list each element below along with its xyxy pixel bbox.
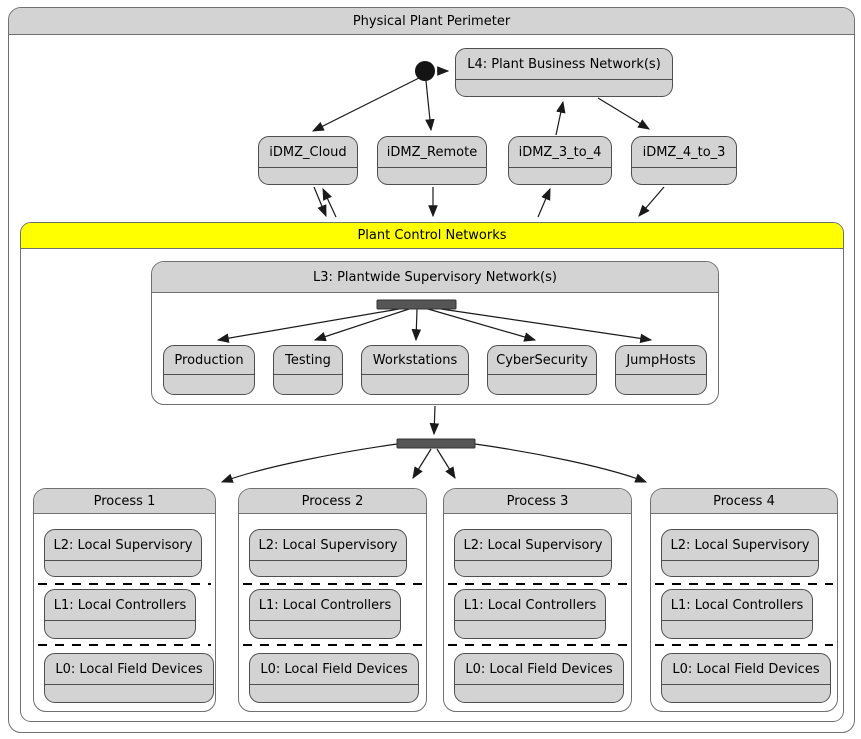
process-3-l0-body bbox=[455, 685, 623, 702]
process-4-l0-label: L0: Local Field Devices bbox=[662, 654, 830, 685]
state-production-body bbox=[164, 375, 254, 394]
state-workstations-label: Workstations bbox=[362, 346, 468, 375]
state-idmz-remote-label: iDMZ_Remote bbox=[378, 137, 486, 168]
process-3-l0-state: L0: Local Field Devices bbox=[454, 653, 624, 703]
process-3-l1-label: L1: Local Controllers bbox=[455, 590, 605, 621]
process-1-l0-label: L0: Local Field Devices bbox=[45, 654, 213, 685]
state-jumphosts-label: JumpHosts bbox=[616, 346, 706, 375]
state-idmz-cloud: iDMZ_Cloud bbox=[258, 136, 358, 185]
state-jumphosts-body bbox=[616, 375, 706, 394]
l3-title: L3: Plantwide Supervisory Network(s) bbox=[152, 262, 718, 293]
process-4-l2-body bbox=[662, 561, 818, 576]
plant-control-networks-title: Plant Control Networks bbox=[21, 223, 843, 249]
state-cybersecurity: CyberSecurity bbox=[487, 345, 597, 395]
process-2-title: Process 2 bbox=[239, 489, 426, 514]
process-1-l1-label: L1: Local Controllers bbox=[45, 590, 195, 621]
state-jumphosts: JumpHosts bbox=[615, 345, 707, 395]
state-workstations: Workstations bbox=[361, 345, 469, 395]
state-l4-plant-business-network: L4: Plant Business Network(s) bbox=[455, 48, 673, 97]
process-4-l1-body bbox=[662, 621, 812, 638]
process-3-l1-body bbox=[455, 621, 605, 638]
process-2-l0-state: L0: Local Field Devices bbox=[249, 653, 419, 703]
process-3-l0-label: L0: Local Field Devices bbox=[455, 654, 623, 685]
process-4-l0-body bbox=[662, 685, 830, 702]
state-l4-body bbox=[456, 80, 672, 96]
process-1-separator-2 bbox=[38, 644, 211, 646]
state-idmz-4-to-3: iDMZ_4_to_3 bbox=[631, 136, 737, 185]
process-1-l2-state: L2: Local Supervisory bbox=[44, 529, 202, 577]
process-2-l0-label: L0: Local Field Devices bbox=[250, 654, 418, 685]
state-idmz-cloud-body bbox=[259, 168, 357, 184]
process-4-separator-1 bbox=[655, 583, 833, 585]
process-2-l1-state: L1: Local Controllers bbox=[249, 589, 401, 639]
process-1-l0-state: L0: Local Field Devices bbox=[44, 653, 214, 703]
state-idmz-4-to-3-label: iDMZ_4_to_3 bbox=[632, 137, 736, 168]
state-production: Production bbox=[163, 345, 255, 395]
process-3-l1-state: L1: Local Controllers bbox=[454, 589, 606, 639]
state-idmz-3-to-4: iDMZ_3_to_4 bbox=[508, 136, 612, 185]
state-idmz-remote-body bbox=[378, 168, 486, 184]
state-l4-label: L4: Plant Business Network(s) bbox=[456, 49, 672, 80]
process-2-l0-body bbox=[250, 685, 418, 702]
process-3-l2-state: L2: Local Supervisory bbox=[454, 529, 612, 577]
process-1-container: Process 1 L2: Local Supervisory L1: Loca… bbox=[33, 488, 216, 712]
physical-plant-perimeter-title: Physical Plant Perimeter bbox=[9, 8, 854, 35]
process-4-container: Process 4 L2: Local Supervisory L1: Loca… bbox=[650, 488, 838, 712]
process-3-separator-2 bbox=[448, 644, 627, 646]
process-2-separator-2 bbox=[243, 644, 422, 646]
process-1-separator-1 bbox=[38, 583, 211, 585]
process-1-l2-label: L2: Local Supervisory bbox=[45, 530, 201, 561]
process-3-separator-1 bbox=[448, 583, 627, 585]
state-production-label: Production bbox=[164, 346, 254, 375]
state-idmz-cloud-label: iDMZ_Cloud bbox=[259, 137, 357, 168]
state-cybersecurity-body bbox=[488, 375, 596, 394]
process-4-l1-label: L1: Local Controllers bbox=[662, 590, 812, 621]
process-4-l1-state: L1: Local Controllers bbox=[661, 589, 813, 639]
state-testing: Testing bbox=[273, 345, 343, 395]
process-2-l1-label: L1: Local Controllers bbox=[250, 590, 400, 621]
state-idmz-3-to-4-body bbox=[509, 168, 611, 184]
process-2-l2-body bbox=[250, 561, 406, 576]
process-2-l2-label: L2: Local Supervisory bbox=[250, 530, 406, 561]
process-3-l2-body bbox=[455, 561, 611, 576]
process-1-l1-state: L1: Local Controllers bbox=[44, 589, 196, 639]
process-2-separator-1 bbox=[243, 583, 422, 585]
process-2-l2-state: L2: Local Supervisory bbox=[249, 529, 407, 577]
process-1-l2-body bbox=[45, 561, 201, 576]
process-3-container: Process 3 L2: Local Supervisory L1: Loca… bbox=[443, 488, 632, 712]
process-1-l0-body bbox=[45, 685, 213, 702]
process-3-title: Process 3 bbox=[444, 489, 631, 514]
process-2-l1-body bbox=[250, 621, 400, 638]
process-2-container: Process 2 L2: Local Supervisory L1: Loca… bbox=[238, 488, 427, 712]
state-idmz-4-to-3-body bbox=[632, 168, 736, 184]
state-idmz-remote: iDMZ_Remote bbox=[377, 136, 487, 185]
process-1-title: Process 1 bbox=[34, 489, 215, 514]
state-testing-body bbox=[274, 375, 342, 394]
process-4-separator-2 bbox=[655, 644, 833, 646]
state-idmz-3-to-4-label: iDMZ_3_to_4 bbox=[509, 137, 611, 168]
process-4-title: Process 4 bbox=[651, 489, 837, 514]
process-3-l2-label: L2: Local Supervisory bbox=[455, 530, 611, 561]
process-4-l0-state: L0: Local Field Devices bbox=[661, 653, 831, 703]
process-1-l1-body bbox=[45, 621, 195, 638]
process-4-l2-state: L2: Local Supervisory bbox=[661, 529, 819, 577]
state-cybersecurity-label: CyberSecurity bbox=[488, 346, 596, 375]
state-workstations-body bbox=[362, 375, 468, 394]
state-testing-label: Testing bbox=[274, 346, 342, 375]
process-4-l2-label: L2: Local Supervisory bbox=[662, 530, 818, 561]
